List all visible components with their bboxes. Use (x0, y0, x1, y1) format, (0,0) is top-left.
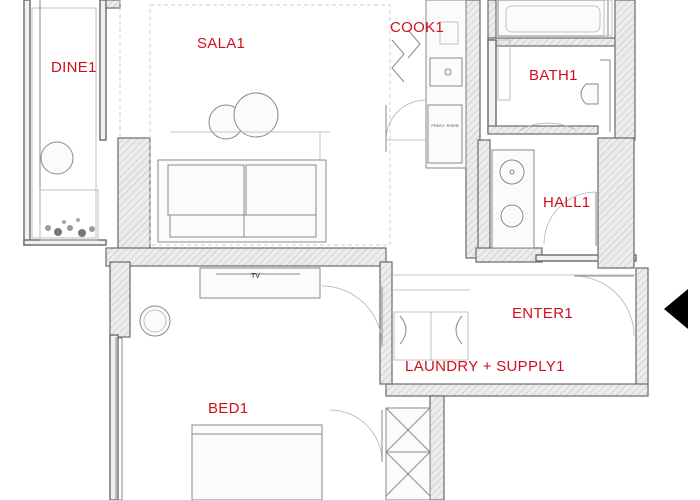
fridge (427, 104, 463, 164)
room-label-hall: HALL1 (543, 194, 591, 211)
hall-area (491, 149, 597, 249)
room-label-dine: DINE1 (51, 59, 97, 76)
sala-area (149, 4, 391, 246)
wardrobe (385, 407, 431, 500)
bed (191, 424, 323, 500)
cook-area (385, 0, 467, 169)
enter-area (392, 274, 688, 337)
bath-area (497, 0, 613, 132)
room-label-bed: BED1 (208, 400, 249, 417)
room-label-bath: BATH1 (529, 67, 578, 84)
room-label-laundry: LAUNDRY + SUPPLY1 (405, 358, 565, 375)
walls (23, 0, 649, 500)
sofa (157, 159, 327, 243)
dine-area (31, 0, 121, 241)
tv-unit (199, 267, 321, 299)
sink (429, 57, 463, 87)
room-label-sala: SALA1 (197, 35, 246, 52)
entry-arrow-icon (664, 289, 688, 329)
fridge-label: FREEZ. RISEB (431, 123, 459, 128)
laundry-area (393, 311, 469, 361)
planter (39, 189, 99, 241)
tv-label: TV (251, 273, 260, 280)
room-label-cook: COOK1 (390, 19, 445, 36)
room-label-enter: ENTER1 (512, 305, 573, 322)
washbasin (499, 159, 525, 185)
round-table (40, 141, 74, 175)
pouf-large (233, 92, 279, 138)
bathtub (497, 0, 609, 37)
toilet (580, 83, 599, 105)
bedside-round-table (139, 305, 171, 337)
washer (500, 204, 524, 228)
bed-area (115, 267, 431, 500)
